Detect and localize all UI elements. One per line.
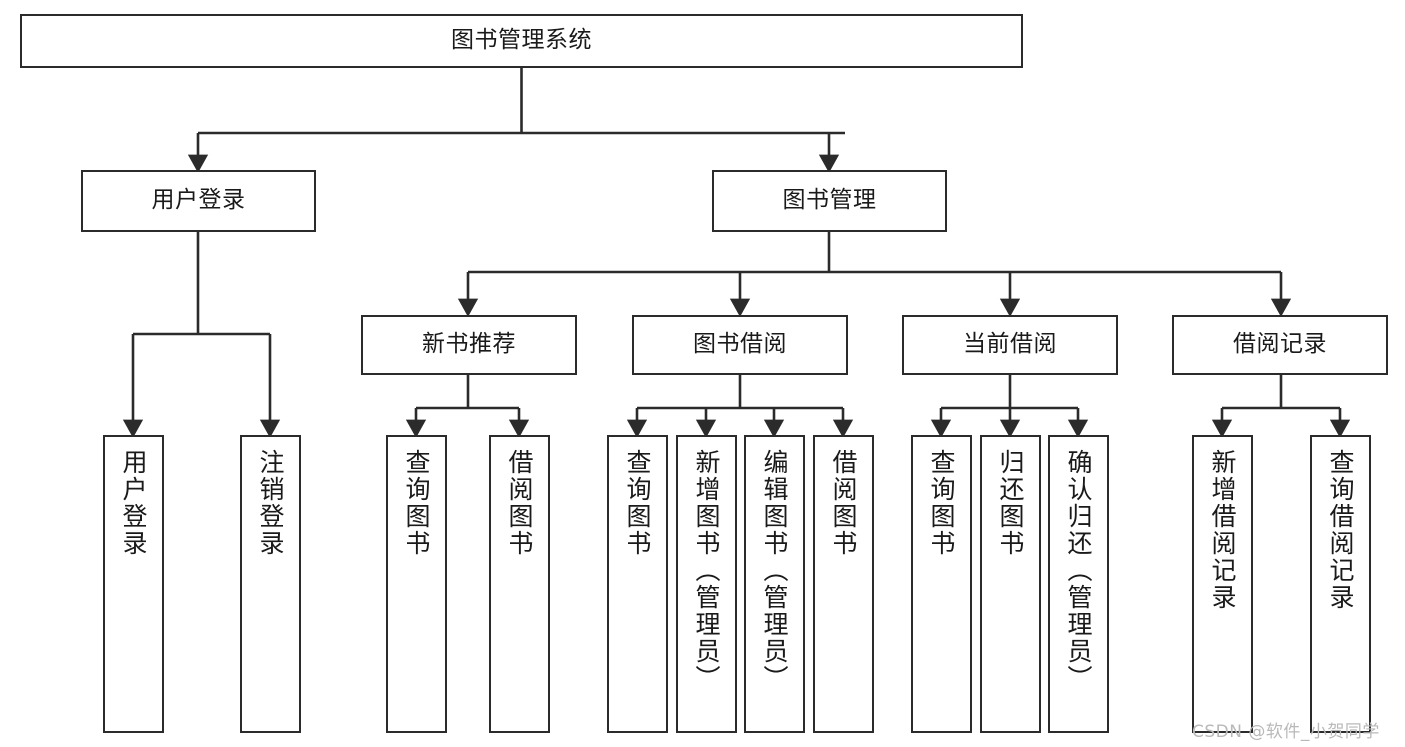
leaf-logout[interactable]: 注销登录 xyxy=(240,435,301,733)
leaf-new-book-query[interactable]: 查询图书 xyxy=(386,435,447,733)
csdn-watermark: CSDN @软件_小贺同学 xyxy=(1192,722,1380,742)
leaf-new-book-borrow-label: 借阅图书 xyxy=(505,449,534,557)
node-borrow-record[interactable]: 借阅记录 xyxy=(1172,315,1388,375)
leaf-user-login-label: 用户登录 xyxy=(119,449,148,557)
leaf-current-query-book-label: 查询图书 xyxy=(927,449,956,557)
leaf-borrow-add-book[interactable]: 新增图书（管理员） xyxy=(676,435,737,733)
node-book-management[interactable]: 图书管理 xyxy=(712,170,947,232)
leaf-logout-label: 注销登录 xyxy=(256,449,285,557)
leaf-current-return-book-label: 归还图书 xyxy=(996,449,1025,557)
node-root-system[interactable]: 图书管理系统 xyxy=(20,14,1023,68)
node-borrow-record-label: 借阅记录 xyxy=(1233,331,1327,358)
leaf-current-confirm-return[interactable]: 确认归还（管理员） xyxy=(1048,435,1109,733)
leaf-current-query-book[interactable]: 查询图书 xyxy=(911,435,972,733)
node-book-borrow[interactable]: 图书借阅 xyxy=(632,315,848,375)
leaf-borrow-borrow-book[interactable]: 借阅图书 xyxy=(813,435,874,733)
leaf-borrow-edit-book-label: 编辑图书（管理员） xyxy=(760,449,789,692)
leaf-current-return-book[interactable]: 归还图书 xyxy=(980,435,1041,733)
leaf-borrow-query-book[interactable]: 查询图书 xyxy=(607,435,668,733)
leaf-record-query[interactable]: 查询借阅记录 xyxy=(1310,435,1371,733)
node-new-book-recommend[interactable]: 新书推荐 xyxy=(361,315,577,375)
node-root-system-label: 图书管理系统 xyxy=(451,27,592,54)
leaf-record-add[interactable]: 新增借阅记录 xyxy=(1192,435,1253,733)
node-user-login[interactable]: 用户登录 xyxy=(81,170,316,232)
leaf-new-book-query-label: 查询图书 xyxy=(402,449,431,557)
node-book-borrow-label: 图书借阅 xyxy=(693,331,787,358)
leaf-borrow-add-book-label: 新增图书（管理员） xyxy=(692,449,721,692)
node-new-book-recommend-label: 新书推荐 xyxy=(422,331,516,358)
leaf-current-confirm-return-label: 确认归还（管理员） xyxy=(1064,449,1093,692)
node-current-borrow[interactable]: 当前借阅 xyxy=(902,315,1118,375)
node-user-login-label: 用户登录 xyxy=(151,187,246,214)
leaf-user-login[interactable]: 用户登录 xyxy=(103,435,164,733)
node-current-borrow-label: 当前借阅 xyxy=(963,331,1057,358)
leaf-record-add-label: 新增借阅记录 xyxy=(1208,449,1237,611)
node-book-management-label: 图书管理 xyxy=(782,187,877,214)
leaf-borrow-edit-book[interactable]: 编辑图书（管理员） xyxy=(744,435,805,733)
leaf-borrow-query-book-label: 查询图书 xyxy=(623,449,652,557)
leaf-record-query-label: 查询借阅记录 xyxy=(1326,449,1355,611)
leaf-new-book-borrow[interactable]: 借阅图书 xyxy=(489,435,550,733)
leaf-borrow-borrow-book-label: 借阅图书 xyxy=(829,449,858,557)
